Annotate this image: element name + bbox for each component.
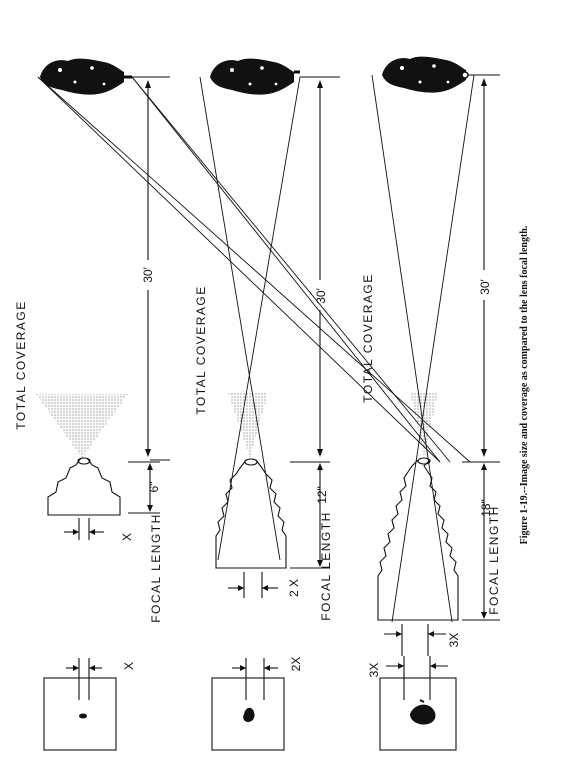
focal-length-label-2: FOCAL LENGTH bbox=[319, 511, 333, 621]
coverage-ray-1b bbox=[131, 76, 441, 463]
tree-subject-3 bbox=[382, 56, 469, 93]
tree-image-3 bbox=[410, 704, 436, 725]
tree-subject-2 bbox=[210, 58, 300, 95]
image-frame-3 bbox=[379, 677, 457, 751]
distance-label-1: 30′ bbox=[141, 266, 155, 282]
frame-image-label-2: 2X bbox=[289, 657, 303, 672]
image-width-label-1: X bbox=[120, 533, 134, 541]
camera-bellows-3 bbox=[377, 457, 459, 621]
focal-distance-label-1: 6" bbox=[147, 482, 161, 493]
distance-label-3: 30′ bbox=[478, 278, 492, 294]
image-width-label-3: 3X bbox=[447, 633, 461, 648]
tree-image-1 bbox=[79, 713, 87, 719]
focal-distance-label-3: 18" bbox=[479, 499, 493, 517]
coverage-ray-1a bbox=[37, 76, 441, 463]
distance-label-2: 30′ bbox=[314, 287, 328, 303]
row-18in-focal-length: 30′ TOTAL COVERAGE 18" 3X FOCAL LENGTH 3… bbox=[361, 56, 501, 751]
frame-image-label-1: X bbox=[122, 662, 136, 670]
image-frame-1 bbox=[43, 677, 117, 751]
coverage-shading-3 bbox=[410, 392, 438, 456]
camera-bellows-1 bbox=[47, 457, 121, 516]
tree-subject-1 bbox=[40, 58, 132, 95]
camera-bellows-2 bbox=[215, 458, 287, 569]
image-frame-2 bbox=[211, 677, 285, 751]
lens-2 bbox=[244, 458, 258, 466]
focal-length-label-1: FOCAL LENGTH bbox=[149, 513, 163, 623]
focal-distance-label-2: 12" bbox=[315, 486, 329, 504]
frame-image-label-3: 3X bbox=[367, 663, 381, 678]
coverage-ray-1c bbox=[37, 76, 471, 463]
lens-3 bbox=[417, 457, 431, 465]
row-6in-focal-length: 30′ TOTAL COVERAGE 6" X FOCAL LENGTH bbox=[14, 58, 471, 751]
figure-caption: Figure 1-19.--Image size and coverage as… bbox=[519, 225, 530, 544]
total-coverage-label-2: TOTAL COVERAGE bbox=[194, 285, 208, 414]
coverage-shading-2 bbox=[228, 392, 268, 458]
coverage-shading-1 bbox=[36, 394, 128, 458]
coverage-ray-1d bbox=[131, 76, 451, 463]
total-coverage-label-3: TOTAL COVERAGE bbox=[361, 273, 375, 402]
tree-image-2 bbox=[243, 707, 255, 722]
total-coverage-label-1: TOTAL COVERAGE bbox=[14, 300, 28, 429]
focal-length-label-3: FOCAL LENGTH bbox=[487, 505, 501, 615]
lens-1 bbox=[77, 457, 91, 465]
image-width-label-2: 2 X bbox=[287, 579, 301, 597]
row-12in-focal-length: 30′ TOTAL COVERAGE 12" 2 X FOCAL LENGTH … bbox=[194, 58, 340, 751]
